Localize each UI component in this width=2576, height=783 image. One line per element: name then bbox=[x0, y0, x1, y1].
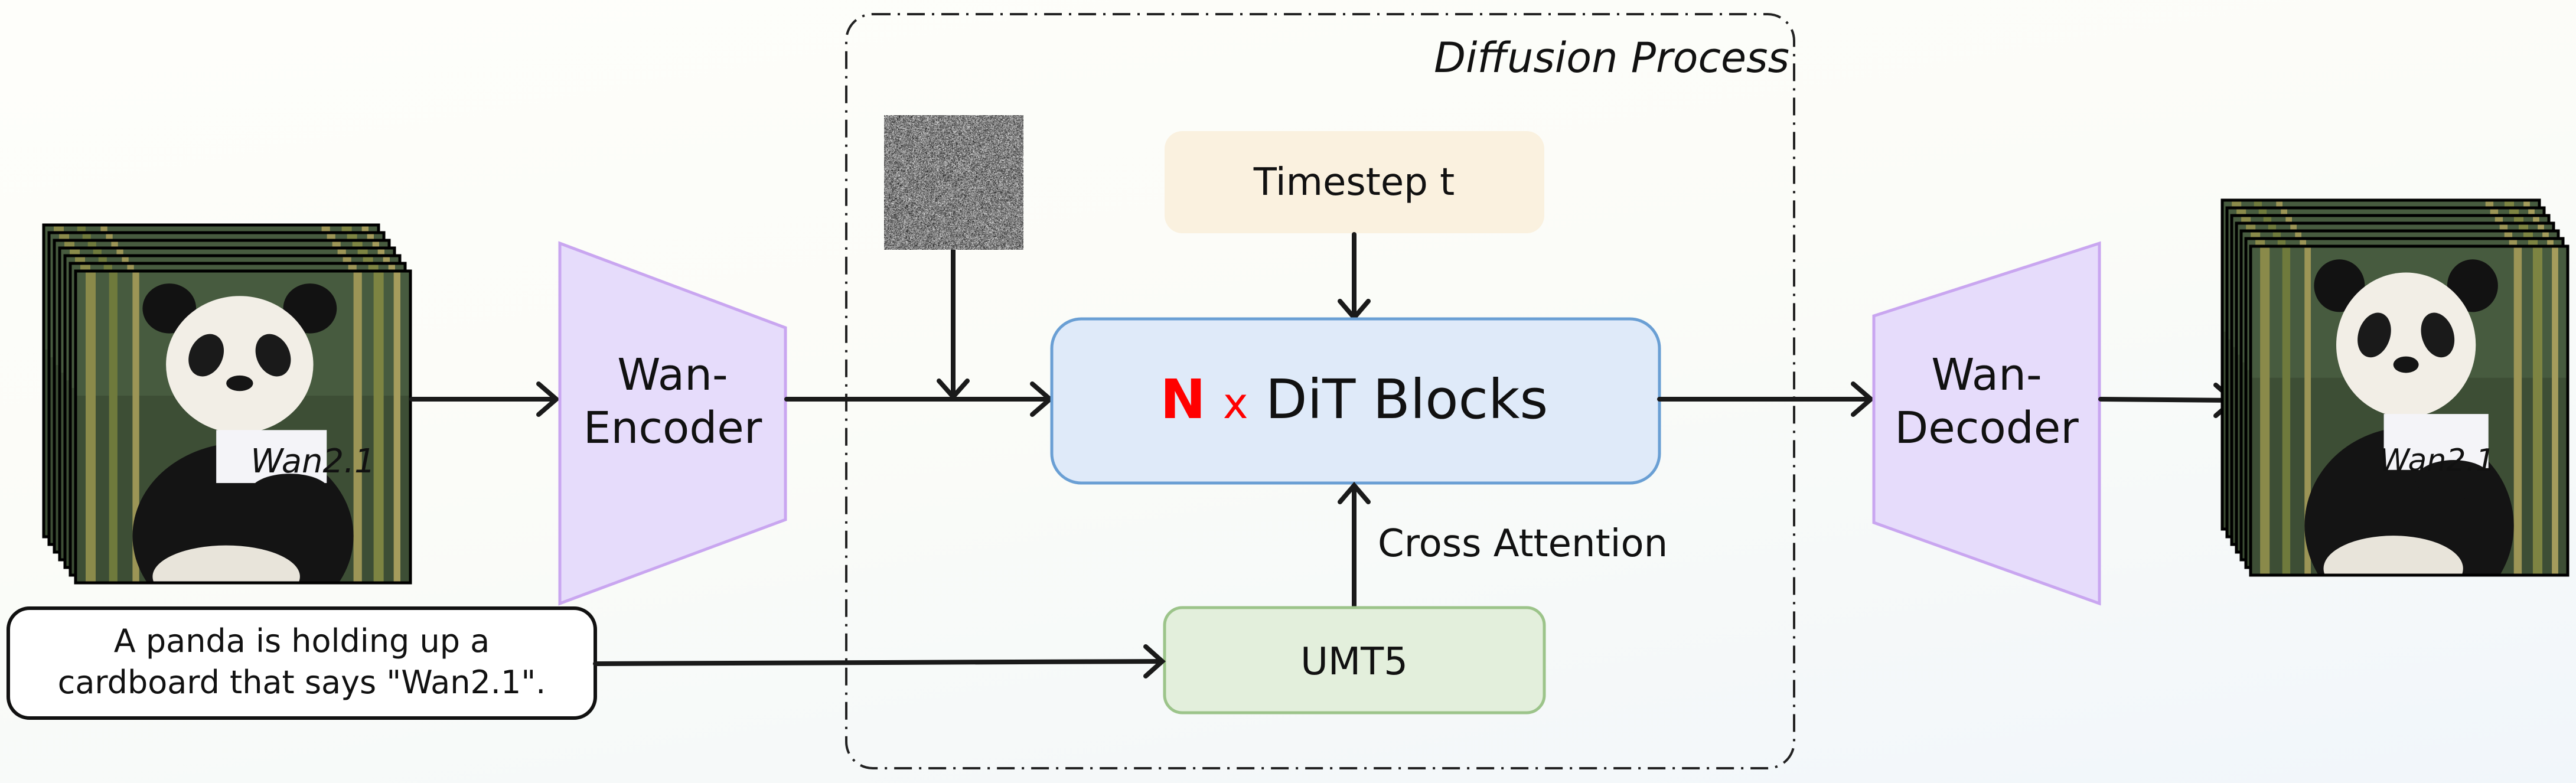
output-sign-text: Wan2.1 bbox=[2379, 443, 2495, 478]
diffusion-process-title: Diffusion Process bbox=[1434, 34, 1789, 82]
dit-label: DiT Blocks bbox=[1266, 368, 1548, 431]
prompt-line1: A panda is holding up a bbox=[114, 622, 490, 660]
output-video-frames bbox=[2222, 200, 2568, 625]
arrow-encoder-to-dit bbox=[787, 384, 1050, 415]
umt5-label: UMT5 bbox=[1300, 640, 1408, 684]
cross-attention-label: Cross Attention bbox=[1378, 522, 1668, 566]
arrow-umt5-to-dit bbox=[1340, 485, 1368, 608]
arrow-decoder-to-output bbox=[2101, 385, 2233, 416]
arrow-input-to-encoder bbox=[412, 384, 556, 415]
prompt-line2: cardboard that says "Wan2.1". bbox=[58, 664, 546, 701]
input-sign-text: Wan2.1 bbox=[250, 442, 375, 481]
decoder-label-line2: Decoder bbox=[1894, 403, 2079, 454]
encoder-label-line1: Wan- bbox=[617, 350, 728, 400]
dit-blocks-label: N x DiT Blocks bbox=[1160, 368, 1548, 431]
arrow-prompt-to-umt5 bbox=[595, 647, 1162, 676]
dit-n: N bbox=[1160, 368, 1206, 431]
encoder-label-line2: Encoder bbox=[583, 403, 762, 454]
gaussian-noise-image bbox=[884, 115, 1023, 250]
arrow-timestep-to-dit bbox=[1340, 234, 1368, 318]
arrow-dit-to-decoder bbox=[1659, 384, 1871, 415]
arrow-noise-to-latent bbox=[939, 250, 967, 397]
dit-times: x bbox=[1223, 379, 1248, 428]
timestep-label: Timestep t bbox=[1253, 161, 1455, 204]
decoder-label-line1: Wan- bbox=[1931, 350, 2042, 400]
video-frame bbox=[2251, 246, 2568, 625]
input-video-frames bbox=[44, 225, 410, 629]
